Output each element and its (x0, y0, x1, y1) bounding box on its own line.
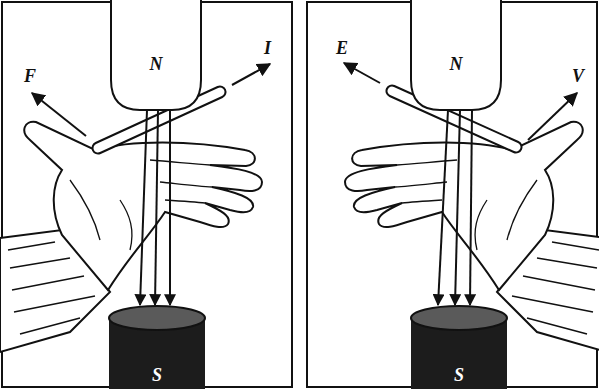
field-line (438, 110, 448, 305)
south-pole: S (410, 305, 508, 389)
north-pole: N (110, 0, 202, 112)
vector-label: V (572, 66, 584, 86)
field-line (470, 110, 472, 305)
field-line (169, 110, 171, 305)
pole-letter: N (110, 54, 202, 74)
vector-label: F (24, 66, 36, 86)
vector-label: E (336, 38, 348, 58)
pole-letter: S (410, 365, 508, 385)
field-line (455, 110, 460, 305)
field-line (155, 110, 158, 305)
pole-letter: N (410, 54, 502, 74)
field-line (140, 110, 147, 305)
vector-label: I (264, 38, 271, 58)
pole-letter: S (108, 365, 206, 385)
north-pole: N (410, 0, 502, 112)
south-pole: S (108, 305, 206, 389)
